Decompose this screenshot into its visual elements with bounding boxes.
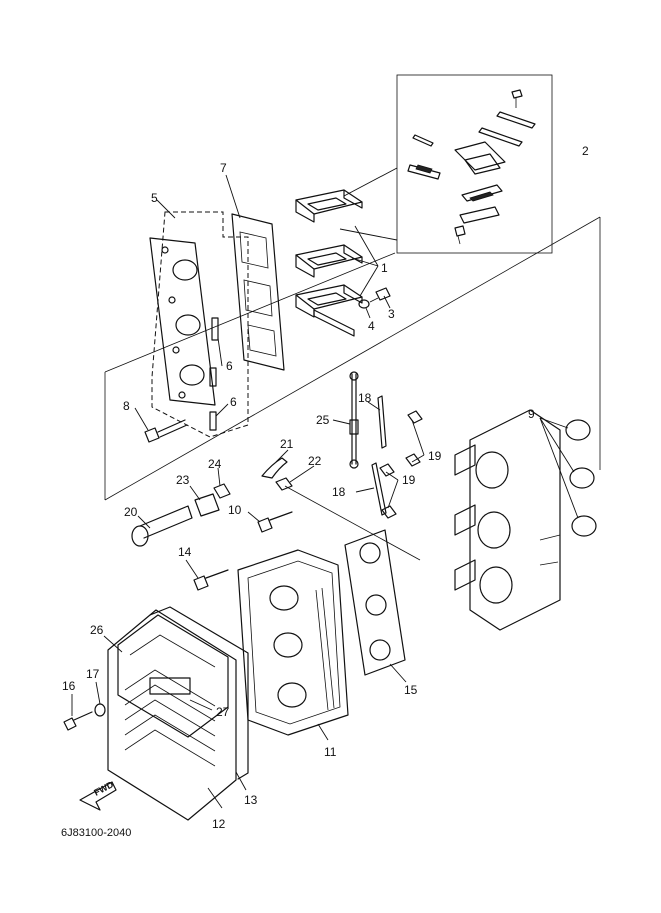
silencer-cover-12 bbox=[103, 609, 237, 821]
callout-1: 1 bbox=[381, 261, 388, 275]
reed-valve-assembly bbox=[295, 189, 363, 337]
callout-23: 23 bbox=[176, 473, 190, 487]
callout-4: 4 bbox=[368, 319, 375, 333]
assembly-reference-lines bbox=[104, 216, 601, 561]
reed-plate-assembly bbox=[149, 199, 249, 438]
callout-25: 25 bbox=[316, 413, 330, 427]
callout-7: 7 bbox=[220, 161, 227, 175]
callout-17: 17 bbox=[86, 667, 100, 681]
hoses-and-clips bbox=[332, 371, 425, 519]
callout-19a: 19 bbox=[428, 449, 442, 463]
callout-5: 5 bbox=[151, 191, 158, 205]
callout-labels: 1 2 3 4 5 6 6 7 8 9 10 11 12 13 14 15 16… bbox=[61, 144, 589, 839]
callout-13: 13 bbox=[244, 793, 258, 807]
callout-24: 24 bbox=[208, 457, 222, 471]
callout-6b: 6 bbox=[230, 395, 237, 409]
callout-19b: 19 bbox=[402, 473, 416, 487]
gasket-13 bbox=[149, 606, 249, 791]
callout-6a: 6 bbox=[226, 359, 233, 373]
callout-22: 22 bbox=[308, 454, 322, 468]
linkage-parts bbox=[131, 449, 315, 547]
callout-15: 15 bbox=[404, 683, 418, 697]
callout-26: 26 bbox=[90, 623, 104, 637]
screw-and-washer bbox=[351, 225, 391, 319]
gasket-7 bbox=[225, 174, 285, 371]
bolt-8 bbox=[134, 407, 188, 443]
gasket-15 bbox=[344, 529, 407, 683]
callout-16: 16 bbox=[62, 679, 76, 693]
callout-3: 3 bbox=[388, 307, 395, 321]
intake-manifold bbox=[454, 409, 597, 631]
callout-9: 9 bbox=[528, 407, 535, 421]
callout-18b: 18 bbox=[332, 485, 346, 499]
callout-12: 12 bbox=[212, 817, 226, 831]
callout-2: 2 bbox=[582, 144, 589, 158]
callout-18a: 18 bbox=[358, 391, 372, 405]
callout-11: 11 bbox=[324, 745, 337, 759]
screw-16-washer-17 bbox=[63, 681, 106, 731]
callout-20: 20 bbox=[124, 505, 138, 519]
intake-cover-11 bbox=[237, 549, 349, 741]
callout-8: 8 bbox=[123, 399, 130, 413]
drawing-code: 6J83100-2040 bbox=[61, 827, 131, 839]
callout-10: 10 bbox=[228, 503, 242, 517]
callout-14: 14 bbox=[178, 545, 192, 559]
reed-valve-inset bbox=[339, 74, 553, 254]
bolts-10-14 bbox=[185, 511, 293, 591]
callout-21: 21 bbox=[280, 437, 294, 451]
forward-direction-arrow bbox=[79, 781, 117, 811]
callout-27: 27 bbox=[216, 705, 230, 719]
